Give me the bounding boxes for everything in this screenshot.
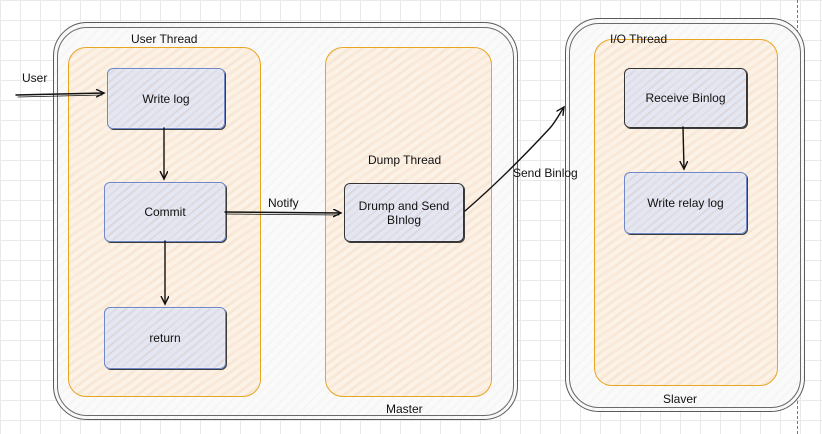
slaver-label: Slaver [663,392,698,406]
dump-thread-title: Dump Thread [368,153,442,167]
user-thread-title: User Thread [131,32,198,46]
write-relay-log-node: Write relay log [624,172,747,234]
master-container-inner-stroke [57,27,514,416]
commit-node: Commit [104,182,226,242]
send-binlog-label: Send Binlog [513,166,578,180]
user-label: User [22,71,48,85]
return-node: return [104,307,226,369]
slaver-container-inner-stroke [569,23,801,408]
master-label: Master [386,402,423,416]
write-log-node: Write log [107,68,225,129]
drump-and-send-binlog-node: Drump and Send BInlog [344,183,464,242]
notify-label: Notify [268,196,299,210]
io-thread-title: I/O Thread [610,32,668,46]
receive-binlog-node: Receive Binlog [624,68,747,128]
